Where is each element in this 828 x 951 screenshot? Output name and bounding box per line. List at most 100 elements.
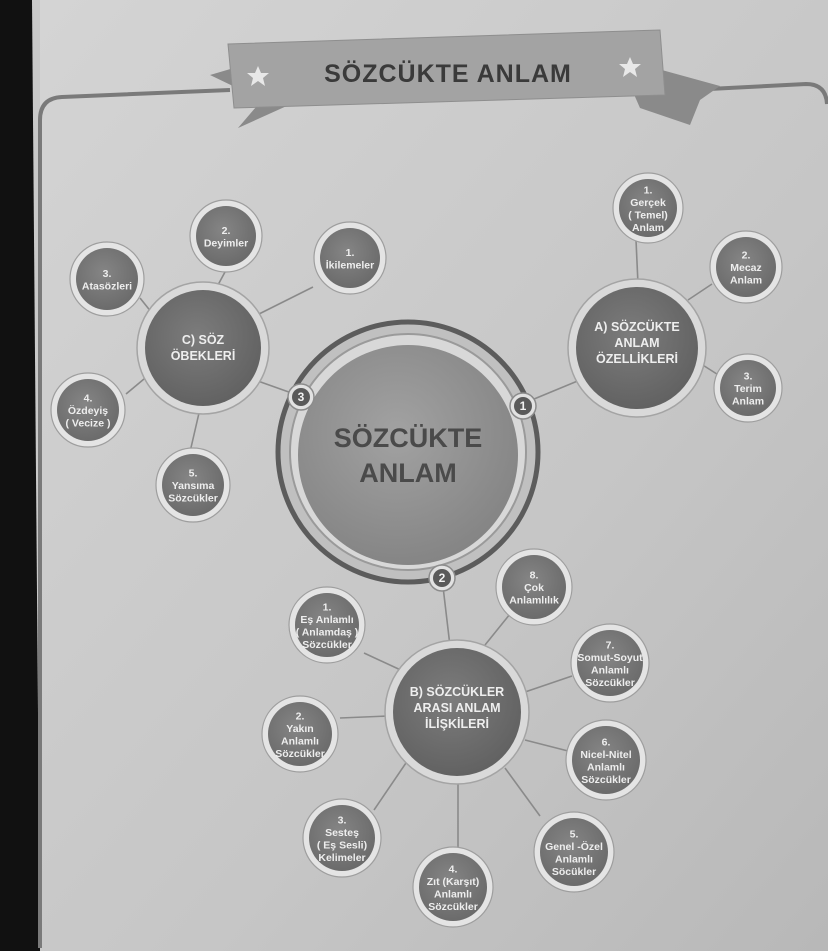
leaf-c3-line-1: 3.: [103, 268, 112, 280]
hub-a-line1: A) SÖZCÜKTE: [594, 319, 679, 334]
leaf-c2-circle: [196, 206, 256, 266]
center-title-line1: SÖZCÜKTE: [334, 423, 483, 453]
hub-b-line1: B) SÖZCÜKLER: [410, 684, 504, 699]
connector-b5: [504, 767, 541, 817]
leaf-b3: 3.Sesteş( Eş Sesli)Kelimeler: [302, 798, 382, 878]
hub-b-line3: İLİŞKİLERİ: [425, 716, 489, 731]
center-node: SÖZCÜKTE ANLAM: [275, 319, 541, 585]
leaf-c2-line-2: Deyimler: [204, 237, 248, 249]
leaf-b4-line-1: 4.: [449, 863, 458, 875]
leaf-c1: 1.İkilemeler: [313, 221, 387, 295]
badge-2-number: 2: [439, 571, 446, 585]
leaf-b6-line-2: Nicel-Nitel: [580, 749, 631, 761]
connector-b6: [524, 739, 573, 753]
leaf-c2-line-1: 2.: [222, 225, 231, 237]
hub-b-circle: [393, 648, 521, 776]
leaf-b3-circle: [309, 805, 375, 871]
leaf-c3-circle: [76, 248, 138, 310]
leaf-c3: 3.Atasözleri: [69, 241, 145, 317]
leaf-c5-line-3: Sözcükler: [168, 493, 218, 505]
leaf-b8-line-3: Anlamlılık: [509, 595, 559, 607]
leaf-b6-circle: [572, 726, 640, 794]
banner-ribbon: [227, 29, 666, 109]
badge-3: 3: [287, 383, 315, 411]
leaf-a1-line-2: Gerçek: [630, 197, 666, 209]
badge-1-circle: [514, 397, 532, 415]
leaf-b3-line-2: Sesteş: [325, 827, 359, 839]
connector-a2: [687, 283, 713, 301]
leaf-b2-line-4: Sözcükler: [275, 748, 325, 760]
leaf-a1-circle: [619, 179, 677, 237]
leaf-a2-circle: [716, 237, 776, 297]
connector-b1: [363, 652, 406, 673]
leaf-b5-line-2: Genel -Özel: [545, 840, 603, 853]
badge-1: 1: [509, 392, 537, 420]
leaf-b3-line-4: Kelimeler: [318, 852, 365, 864]
leaf-b4-circle: [419, 853, 487, 921]
leaf-b7-line-2: Somut-Soyut: [577, 652, 643, 664]
leaf-b3-line-3: ( Eş Sesli): [317, 839, 367, 851]
leaf-c1-line-2: İkilemeler: [326, 258, 374, 271]
connector-b8: [484, 613, 511, 646]
leaf-b1-line-2: Eş Anlamlı: [300, 614, 353, 626]
leaf-b2-circle: [268, 702, 332, 766]
leaf-b2-line-1: 2.: [296, 710, 305, 722]
hub-c-line1: C) SÖZ: [182, 332, 225, 347]
leaf-c4-line-1: 4.: [84, 393, 93, 405]
leaf-b7-circle: [577, 630, 643, 696]
leaf-b7-line-4: Sözcükler: [585, 677, 635, 689]
leaf-c4-line-3: ( Vecize ): [66, 418, 111, 430]
leaf-a2-line-2: Mecaz: [730, 262, 762, 274]
badge-2: 2: [428, 564, 456, 592]
badge-3-circle: [292, 388, 310, 406]
leaf-b4-line-4: Sözcükler: [428, 901, 478, 913]
leaf-b1: 1.Eş Anlamlı( Anlamdaş )Sözcükler: [288, 586, 366, 664]
star-icon: [247, 66, 269, 86]
leaf-b7-line-3: Anlamlı: [591, 664, 629, 676]
leaf-a1: 1.Gerçek( Temel)Anlam: [612, 172, 684, 244]
title-banner: SÖZCÜKTE ANLAM: [210, 29, 720, 128]
leaf-b5-line-4: Söcükler: [552, 866, 596, 878]
leaf-c2: 2.Deyimler: [189, 199, 263, 273]
hub-b: B) SÖZCÜKLER ARASI ANLAM İLİŞKİLERİ: [384, 639, 530, 785]
leaf-b1-line-1: 1.: [323, 601, 332, 613]
leaf-b6-line-4: Sözcükler: [581, 774, 631, 786]
center-circle: [298, 345, 518, 565]
banner-title: SÖZCÜKTE ANLAM: [324, 59, 572, 88]
leaf-b8-circle: [502, 555, 566, 619]
hub-a-line2: ANLAM: [614, 336, 659, 350]
leaf-b5-line-1: 5.: [570, 828, 579, 840]
leaf-a3-line-3: Anlam: [732, 396, 764, 408]
leaf-b1-line-4: Sözcükler: [302, 639, 352, 651]
leaf-c4-line-2: Özdeyiş: [68, 404, 108, 417]
leaf-b8-line-1: 8.: [530, 570, 539, 582]
connector-b3: [373, 759, 409, 811]
leaf-a3-circle: [720, 360, 776, 416]
leaf-b6-line-3: Anlamlı: [587, 761, 625, 773]
star-icon: [619, 57, 641, 77]
hub-b-line2: ARASI ANLAM: [413, 701, 500, 715]
leaf-a1-line-3: ( Temel): [628, 209, 667, 221]
leaf-b4-line-2: Zıt (Karşıt): [427, 876, 480, 888]
hub-c-circle: [145, 290, 261, 406]
badge-1-number: 1: [520, 399, 527, 413]
leaf-a2-line-1: 2.: [742, 250, 751, 262]
leaf-a1-line-4: Anlam: [632, 222, 664, 234]
leaf-a3-line-1: 3.: [744, 371, 753, 383]
page-frame: [38, 81, 828, 948]
badge-2-circle: [433, 569, 451, 587]
leaf-b2-line-3: Anlamlı: [281, 735, 319, 747]
leaf-b1-line-3: ( Anlamdaş ): [296, 626, 359, 638]
connector-b2: [339, 715, 389, 719]
leaf-nodes: 1.Gerçek( Temel)Anlam2.MecazAnlam3.Terim…: [50, 172, 783, 928]
hub-a-circle: [576, 287, 698, 409]
